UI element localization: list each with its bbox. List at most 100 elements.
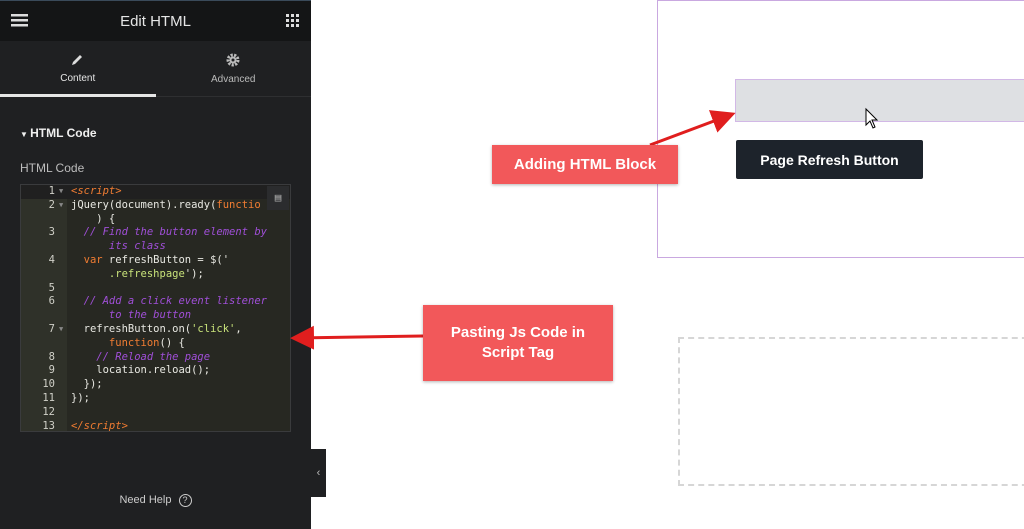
html-widget-placeholder[interactable] (735, 79, 1024, 122)
code-token: function (71, 336, 160, 349)
code-line: 10 }); (21, 378, 290, 392)
code-line: 9 location.reload(); (21, 364, 290, 378)
fold-arrow-icon[interactable]: ▼ (59, 324, 64, 333)
code-text: jQuery(document).ready(functio (71, 199, 261, 213)
code-token: refreshButton = $(' (102, 253, 230, 266)
callout-js-code: Pasting Js Code in Script Tag (423, 305, 613, 381)
code-token: <script> (71, 185, 122, 197)
line-number: 6 (48, 295, 55, 308)
code-token: 'click' (191, 322, 236, 335)
line-number: 5 (48, 281, 55, 294)
code-line: 12 (21, 406, 290, 420)
code-token: </script> (71, 419, 128, 432)
code-text: location.reload(); (71, 364, 210, 378)
code-line: its class (21, 240, 290, 254)
section-title: HTML Code (30, 126, 97, 140)
panel-title: Edit HTML (120, 12, 191, 30)
code-text: its class (71, 240, 166, 254)
code-token: // Reload the page (71, 350, 211, 363)
page-refresh-button[interactable]: Page Refresh Button (736, 140, 923, 179)
need-help-link[interactable]: Need Help ? (0, 494, 311, 507)
arrow-to-html-block (649, 110, 736, 147)
code-token: '); (184, 267, 204, 280)
code-line: .refreshpage'); (21, 268, 290, 282)
code-line: function() { (21, 337, 290, 351)
tab-content[interactable]: Content (0, 41, 156, 97)
line-number: 9 (48, 364, 55, 377)
grid-icon[interactable] (286, 14, 299, 27)
code-token: refreshButton.on( (71, 322, 192, 335)
code-line: 3 // Find the button element by (21, 226, 290, 240)
code-text: // Reload the page (71, 351, 210, 365)
code-line: ) { (21, 213, 290, 227)
line-number: 11 (42, 391, 55, 404)
help-label: Need Help (119, 494, 172, 506)
line-number: 2 (48, 198, 55, 211)
code-token: location.reload(); (71, 364, 211, 377)
hamburger-icon[interactable] (11, 14, 28, 27)
code-line: 1 ▼ <script> (21, 185, 290, 199)
code-line: 8 // Reload the page (21, 351, 290, 365)
help-circle-icon: ? (178, 494, 192, 507)
line-number: 7 (48, 322, 55, 335)
html-block-container[interactable] (657, 0, 1024, 258)
line-number: 8 (48, 350, 55, 363)
code-line: 11}); (21, 392, 290, 406)
tab-label: Content (60, 73, 96, 84)
line-number: 1 (48, 185, 55, 197)
code-line: 7 ▼ refreshButton.on('click', (21, 323, 290, 337)
line-number: 10 (42, 378, 55, 391)
caret-down-icon: ▼ (20, 130, 31, 139)
code-line: to the button (21, 309, 290, 323)
code-token: functio (216, 198, 261, 211)
code-text: </script> (71, 419, 128, 432)
code-line: 4 var refreshButton = $(' (21, 254, 290, 268)
code-line: 5 (21, 282, 290, 296)
code-token: its class (71, 240, 166, 253)
code-line: 6 // Add a click event listener (21, 295, 290, 309)
code-text: ) { (71, 213, 115, 227)
code-text: var refreshButton = $(' (71, 254, 229, 268)
code-token: jQuery(document).ready( (71, 198, 217, 211)
line-number: 13 (42, 419, 55, 432)
editor-panel: Edit HTML Content Advanced ▼ HTML Code H… (0, 0, 311, 529)
empty-drop-area[interactable] (678, 337, 1024, 486)
pencil-icon (72, 55, 83, 65)
line-number: 4 (48, 253, 55, 266)
code-line: 13 </script> (21, 419, 290, 432)
code-token: // Find the button element by (71, 226, 267, 239)
code-token: var (71, 253, 103, 266)
code-text: function() { (71, 337, 185, 351)
code-token: .refreshpage (71, 267, 185, 280)
fold-arrow-icon[interactable]: ▼ (59, 200, 64, 209)
code-text: refreshButton.on('click', (71, 323, 242, 337)
fold-arrow-icon[interactable]: ▼ (59, 187, 64, 195)
code-token: }); (71, 378, 103, 391)
code-token: () { (159, 336, 185, 349)
mouse-cursor-icon (865, 107, 879, 129)
line-gutter (21, 185, 67, 431)
section-toggle[interactable]: ▼ HTML Code (20, 126, 97, 140)
callout-html-block: Adding HTML Block (492, 145, 678, 184)
collapse-panel-button[interactable]: ‹ (311, 449, 326, 497)
line-number: 12 (42, 405, 55, 418)
tab-advanced[interactable]: Advanced (156, 41, 312, 96)
code-token: , (235, 322, 242, 335)
code-token: ) { (71, 212, 116, 225)
code-text: }); (71, 378, 103, 392)
code-editor[interactable]: 1▼<script>2▼jQuery(document).ready(funct… (20, 184, 291, 432)
chevron-left-icon: ‹ (316, 467, 321, 479)
code-text: to the button (71, 309, 191, 323)
code-text: <script> (71, 185, 122, 199)
code-token: // Add a click event listener (71, 295, 267, 308)
arrow-to-code-editor (290, 325, 424, 350)
database-icon[interactable]: ▤ (267, 186, 289, 210)
code-text: // Find the button element by (71, 226, 267, 240)
code-token: }); (71, 391, 90, 404)
line-number: 3 (48, 226, 55, 239)
code-text: .refreshpage'); (71, 268, 204, 282)
code-text: // Add a click event listener (71, 295, 267, 309)
code-token: to the button (71, 309, 192, 322)
field-label: HTML Code (20, 161, 85, 175)
